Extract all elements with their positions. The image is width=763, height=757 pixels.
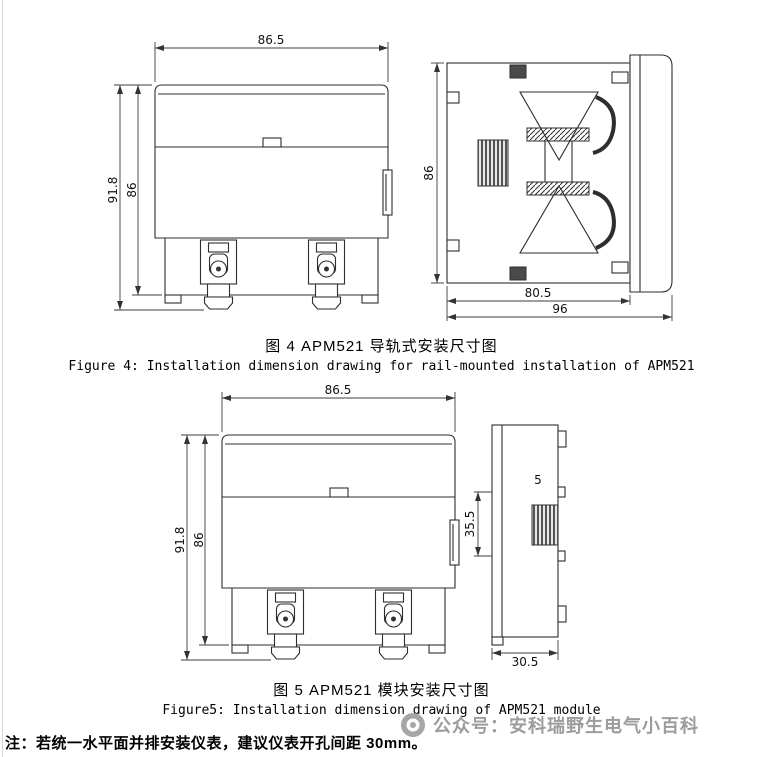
fig5-side-cutout-height-dim: 35.5 <box>463 511 477 538</box>
fig4-side-height-dim: 86 <box>422 165 436 180</box>
figure4-caption-en: Figure 4: Installation dimension drawing… <box>68 359 695 374</box>
fig5-front-total-height-dim: 91.8 <box>173 527 187 554</box>
figure5-front-view: 86.5 91.8 86 <box>173 383 459 660</box>
figure5-caption-en: Figure5: Installation dimension drawing … <box>162 703 601 718</box>
fig5-side-offset-dim: 5 <box>534 473 542 487</box>
fig5-side-depth-dim: 30.5 <box>512 655 539 669</box>
watermark: 公众号：安科瑞野生电气小百科 <box>400 712 699 738</box>
fig4-front-total-height-dim: 91.8 <box>106 177 120 204</box>
figure5-side-view: 5 35.5 30.5 <box>463 424 567 669</box>
figure4-front-view: 86.5 91.8 86 <box>106 33 392 310</box>
fig4-side-body-depth-dim: 80.5 <box>525 286 552 300</box>
fig4-side-total-depth-dim: 96 <box>552 302 567 316</box>
figure4-caption-cn: 图 4 APM521 导轨式安装尺寸图 <box>265 338 498 355</box>
installation-note: 注：若统一水平面并排安装仪表，建议仪表开孔间距 30mm。 <box>5 735 428 752</box>
fig5-front-body-height-dim: 86 <box>192 532 206 547</box>
official-account-logo-icon <box>401 713 425 737</box>
watermark-text: 公众号：安科瑞野生电气小百科 <box>433 716 699 736</box>
fig4-front-body-height-dim: 86 <box>125 182 139 197</box>
figure5-caption-cn: 图 5 APM521 模块安装尺寸图 <box>273 682 490 699</box>
figure4-side-view: 86 80.5 96 <box>422 54 673 321</box>
fig4-front-width-dim: 86.5 <box>258 33 285 47</box>
page-left-border <box>2 0 3 757</box>
fig5-front-width-dim: 86.5 <box>325 383 352 397</box>
